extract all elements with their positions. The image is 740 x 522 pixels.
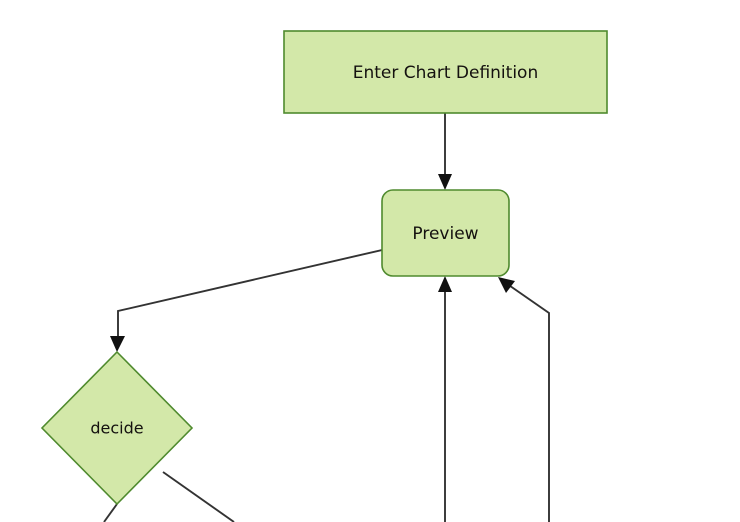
- node-preview-shape: [381, 189, 510, 277]
- edge-up-into-preview-center-arrowhead: [438, 276, 452, 292]
- edge-up-into-preview-right-arrowhead: [498, 277, 515, 293]
- edge-up-into-preview-right[interactable]: [498, 277, 550, 522]
- node-enter-chart-definition-shape: [283, 30, 608, 114]
- node-decide-label: decide: [90, 419, 143, 438]
- node-enter-chart-definition-label: Enter Chart Definition: [353, 63, 538, 83]
- edge-decide-bottom-offscreen[interactable]: [103, 503, 118, 522]
- node-decide-shape: [40, 350, 194, 506]
- edge-preview-to-decide-arrowhead: [110, 336, 125, 352]
- node-enter-chart-definition[interactable]: Enter Chart Definition: [283, 30, 608, 114]
- node-preview[interactable]: Preview: [381, 189, 510, 277]
- node-preview-label: Preview: [412, 224, 478, 244]
- edge-enter-to-preview[interactable]: [438, 113, 452, 190]
- node-layer: Enter Chart Definition Preview decide: [40, 30, 608, 506]
- edge-preview-to-decide[interactable]: [110, 249, 383, 352]
- edge-up-into-preview-center[interactable]: [438, 276, 452, 522]
- edge-decide-right-offscreen-line: [162, 471, 235, 522]
- edge-decide-right-offscreen[interactable]: [162, 471, 235, 522]
- node-decide[interactable]: decide: [40, 350, 194, 506]
- edge-layer: [103, 113, 550, 522]
- edge-up-into-preview-right-line: [502, 280, 550, 522]
- edge-enter-to-preview-arrowhead: [438, 174, 452, 190]
- edge-decide-bottom-offscreen-line: [103, 503, 118, 522]
- edge-preview-to-decide-line: [117, 249, 383, 344]
